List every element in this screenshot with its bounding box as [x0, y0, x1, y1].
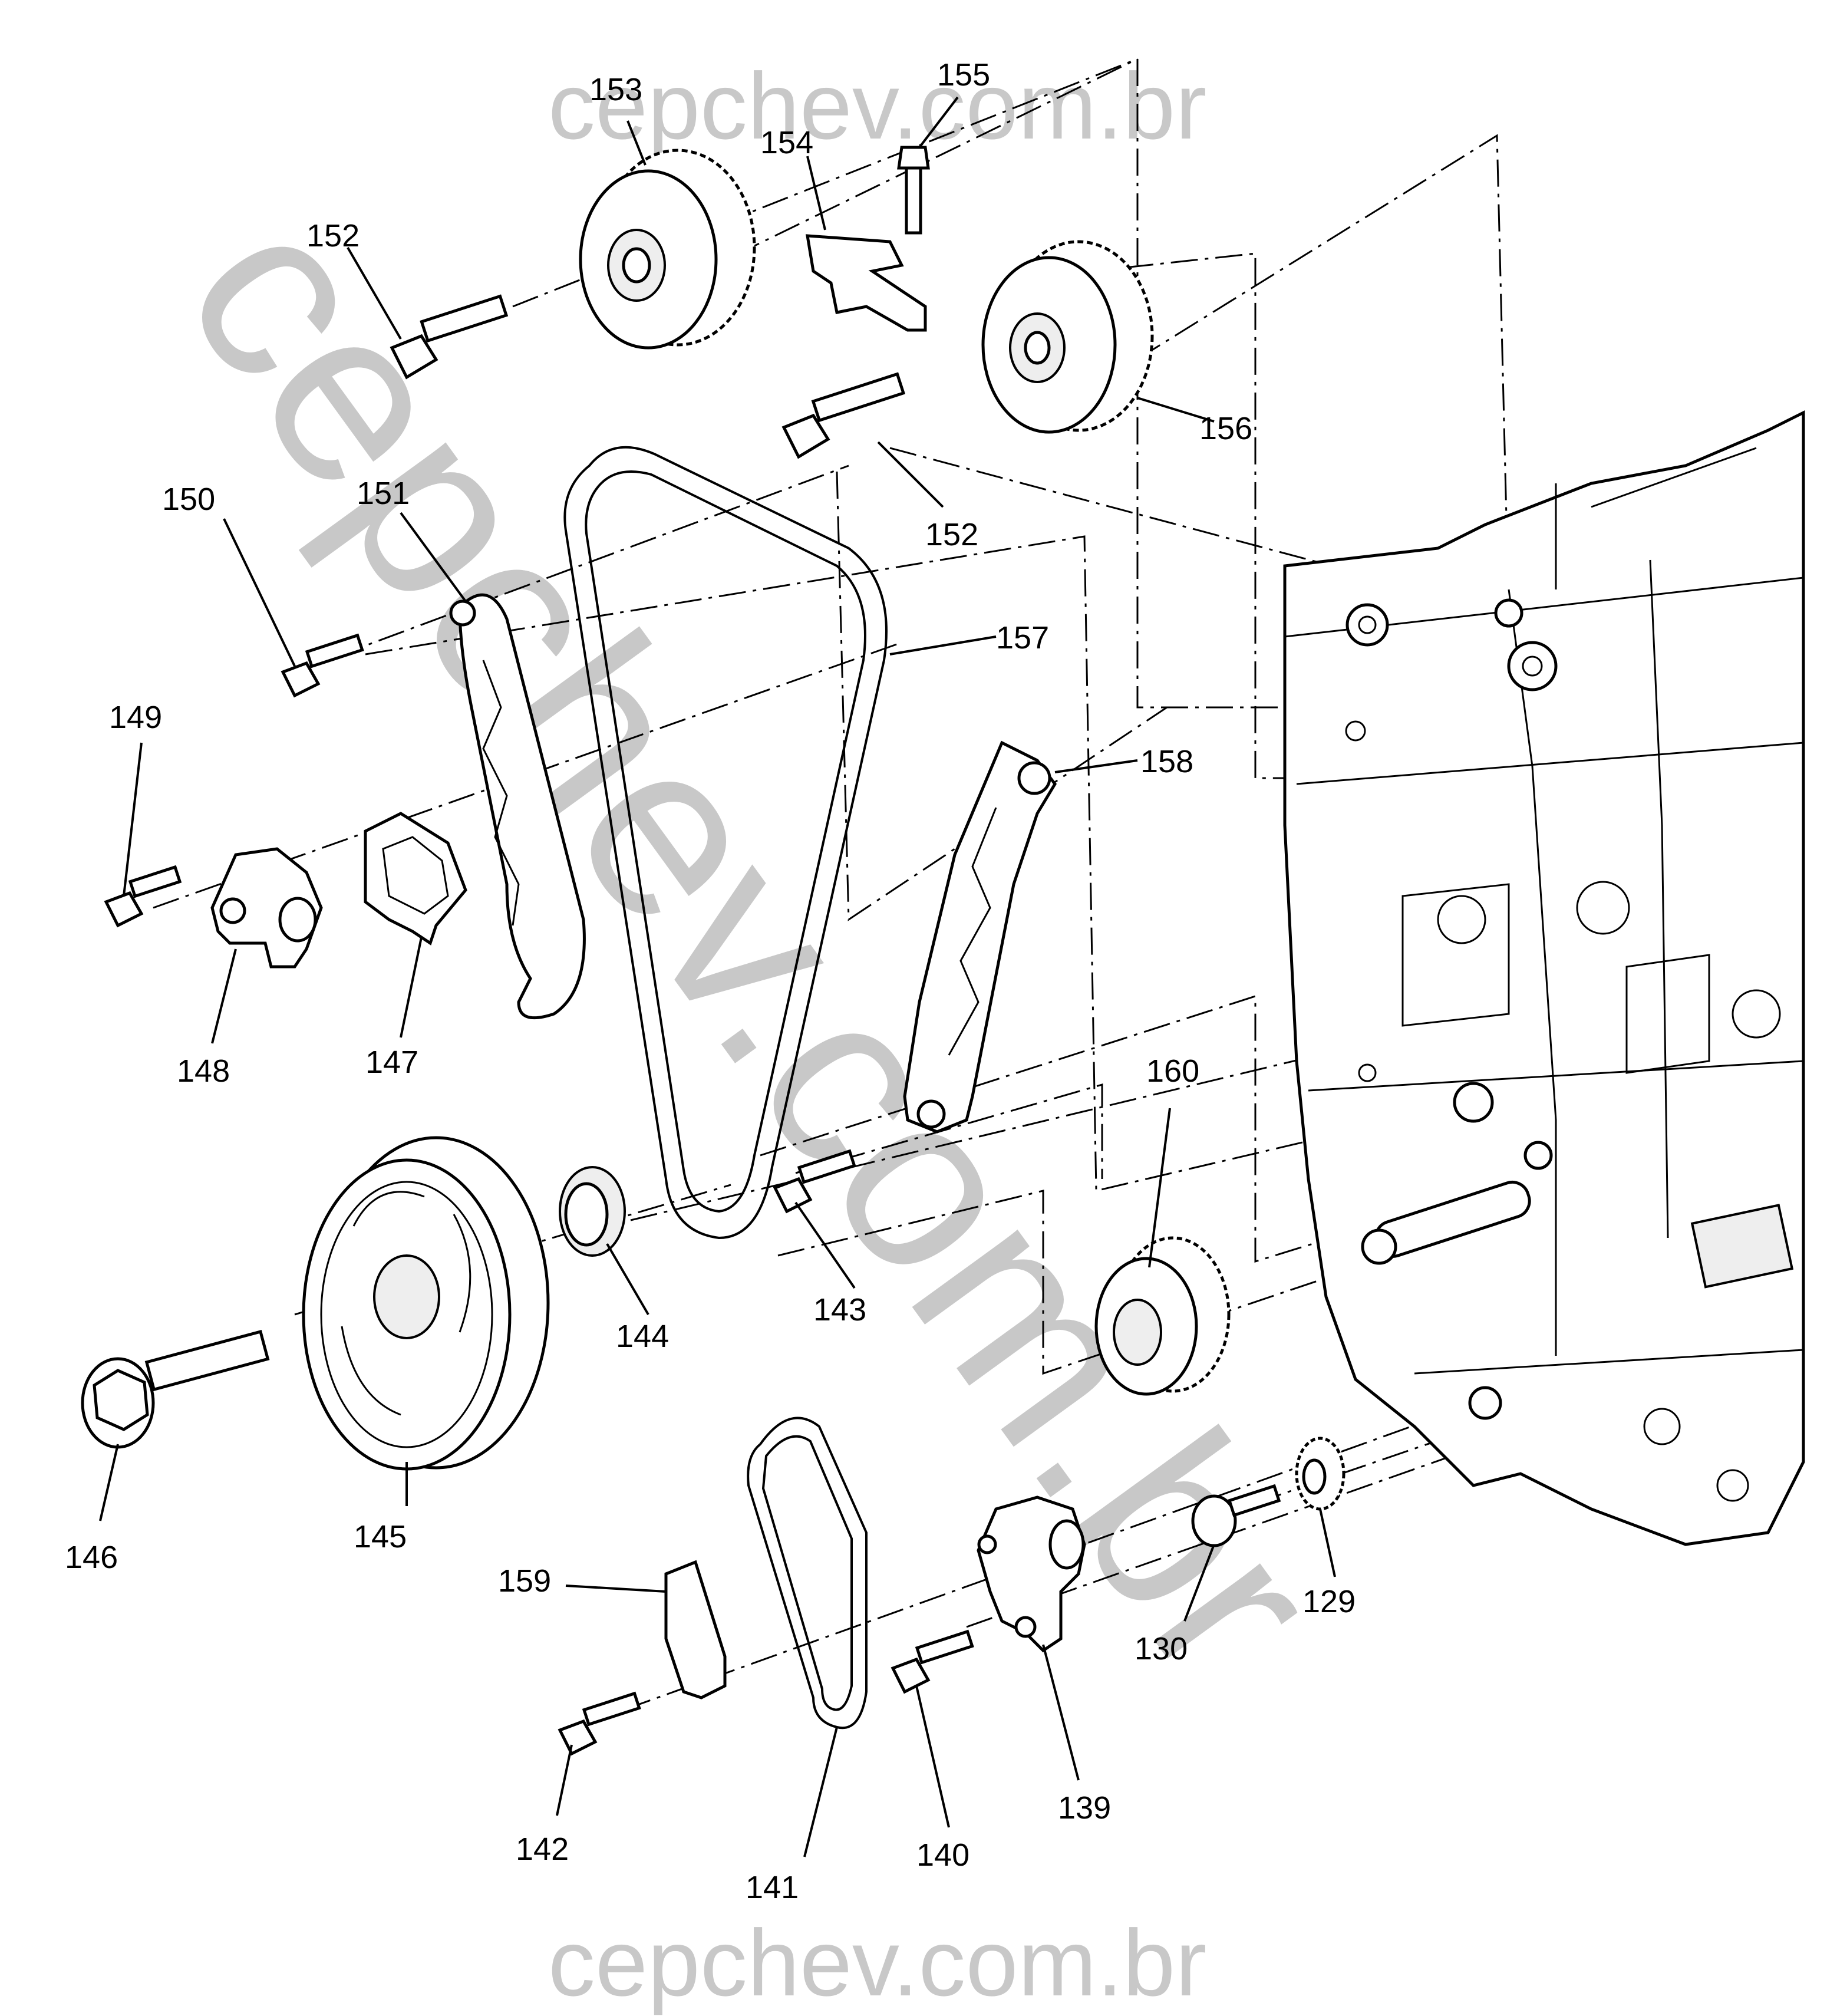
bolt-152-upper: [390, 294, 509, 380]
callout-labels: 153 154 155 152 152 156 150 151 157 158 …: [65, 57, 1356, 1905]
callout-141: 141: [746, 1870, 799, 1905]
callout-144: 144: [616, 1319, 669, 1354]
watermark-diagonal: cepchev.com.br: [133, 163, 1374, 1725]
chain-guide-bracket-154: [806, 234, 927, 332]
callout-154: 154: [760, 125, 813, 160]
tensioner-guide-151: [449, 593, 586, 1020]
bolt-149: [104, 865, 182, 928]
callout-156: 156: [1199, 411, 1252, 446]
callout-152-lower: 152: [925, 517, 978, 552]
callout-143: 143: [813, 1292, 866, 1327]
fixed-chain-guide-158: [903, 740, 1057, 1134]
callout-152-upper: 152: [306, 218, 360, 253]
callout-145: 145: [354, 1519, 407, 1554]
oil-pump-chain-141: [747, 1417, 868, 1730]
oil-pump-chain-guide-159: [664, 1560, 727, 1699]
callout-149: 149: [109, 700, 162, 735]
camshaft-sprocket-153: [579, 149, 756, 350]
callout-159: 159: [498, 1563, 551, 1599]
bolt-155: [897, 146, 930, 235]
crankshaft-sprocket-160: [1094, 1236, 1231, 1396]
bolt-130: [1191, 1484, 1281, 1547]
oil-pump-sprocket-129: [1295, 1437, 1345, 1511]
bolt-150: [281, 633, 364, 698]
watermark-bottom: cepchev.com.br: [548, 1910, 1207, 2015]
callout-142: 142: [516, 1831, 569, 1867]
callout-157: 157: [996, 620, 1049, 655]
callout-153: 153: [589, 72, 642, 107]
watermark-top: cepchev.com.br: [548, 53, 1207, 159]
bolt-152-lower: [781, 372, 906, 459]
callout-130: 130: [1135, 1631, 1188, 1666]
crankshaft-balancer-145: [302, 1136, 550, 1471]
leader-lines: [99, 96, 1336, 1857]
bolt-143: [773, 1149, 856, 1214]
bolt-140: [891, 1629, 974, 1694]
callout-148: 148: [177, 1053, 230, 1089]
chain-tensioner-148: [210, 847, 323, 969]
camshaft-sprocket-156: [981, 240, 1154, 434]
callout-155: 155: [937, 57, 990, 93]
callout-140: 140: [916, 1837, 969, 1873]
engine-block: [1283, 410, 1805, 1546]
callout-146: 146: [65, 1540, 118, 1575]
callout-151: 151: [357, 476, 410, 511]
bolt-142: [558, 1691, 641, 1756]
crankshaft-seal-144: [559, 1166, 626, 1257]
tensioner-gasket-147: [364, 812, 467, 946]
timing-chain-157: [563, 446, 888, 1240]
callout-158: 158: [1140, 744, 1193, 779]
callout-129: 129: [1302, 1584, 1356, 1619]
oil-pump-chain-tensioner-139: [977, 1495, 1086, 1653]
balancer-bolt-146: [81, 1329, 270, 1449]
callout-160: 160: [1146, 1053, 1199, 1089]
callout-139: 139: [1058, 1790, 1111, 1826]
callout-150: 150: [162, 482, 215, 517]
callout-147: 147: [365, 1045, 418, 1080]
